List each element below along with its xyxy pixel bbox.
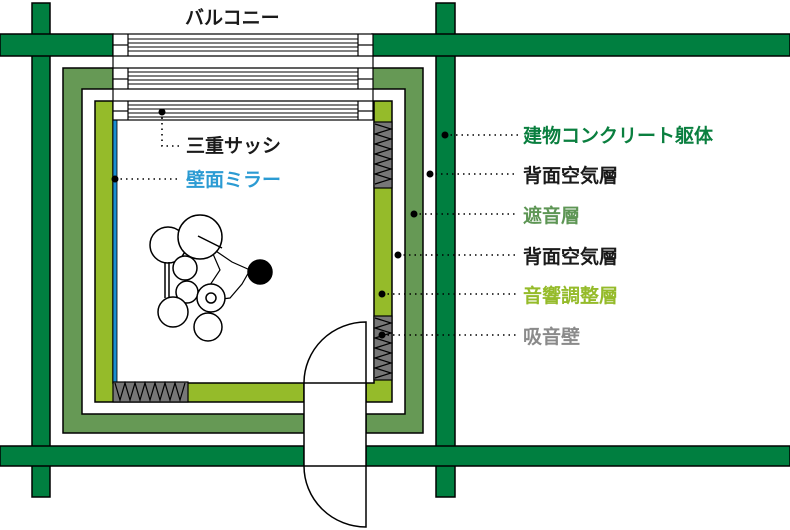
concrete-label: 建物コンクリート躯体 (523, 124, 714, 147)
door (303, 321, 367, 528)
wall-mirror-label: 壁面ミラー (186, 168, 281, 191)
air-layer-label-2: 背面空気層 (523, 245, 618, 268)
leader-lines (111, 108, 518, 339)
absorbing-walls (112, 121, 394, 403)
wall-mirror (112, 119, 118, 384)
acoustic-layer-label: 音響調整層 (523, 284, 618, 307)
triple-sash (112, 33, 374, 121)
air-layer-label-1: 背面空気層 (523, 164, 618, 187)
balcony-label: バルコニー (185, 7, 280, 29)
drum-kit-icon (149, 214, 273, 342)
triple-sash-label: 三重サッシ (186, 135, 281, 157)
absorbing-wall-label: 吸音壁 (523, 325, 580, 348)
sound-insulation-label: 遮音層 (523, 204, 580, 227)
concrete-structure (0, 2, 790, 498)
